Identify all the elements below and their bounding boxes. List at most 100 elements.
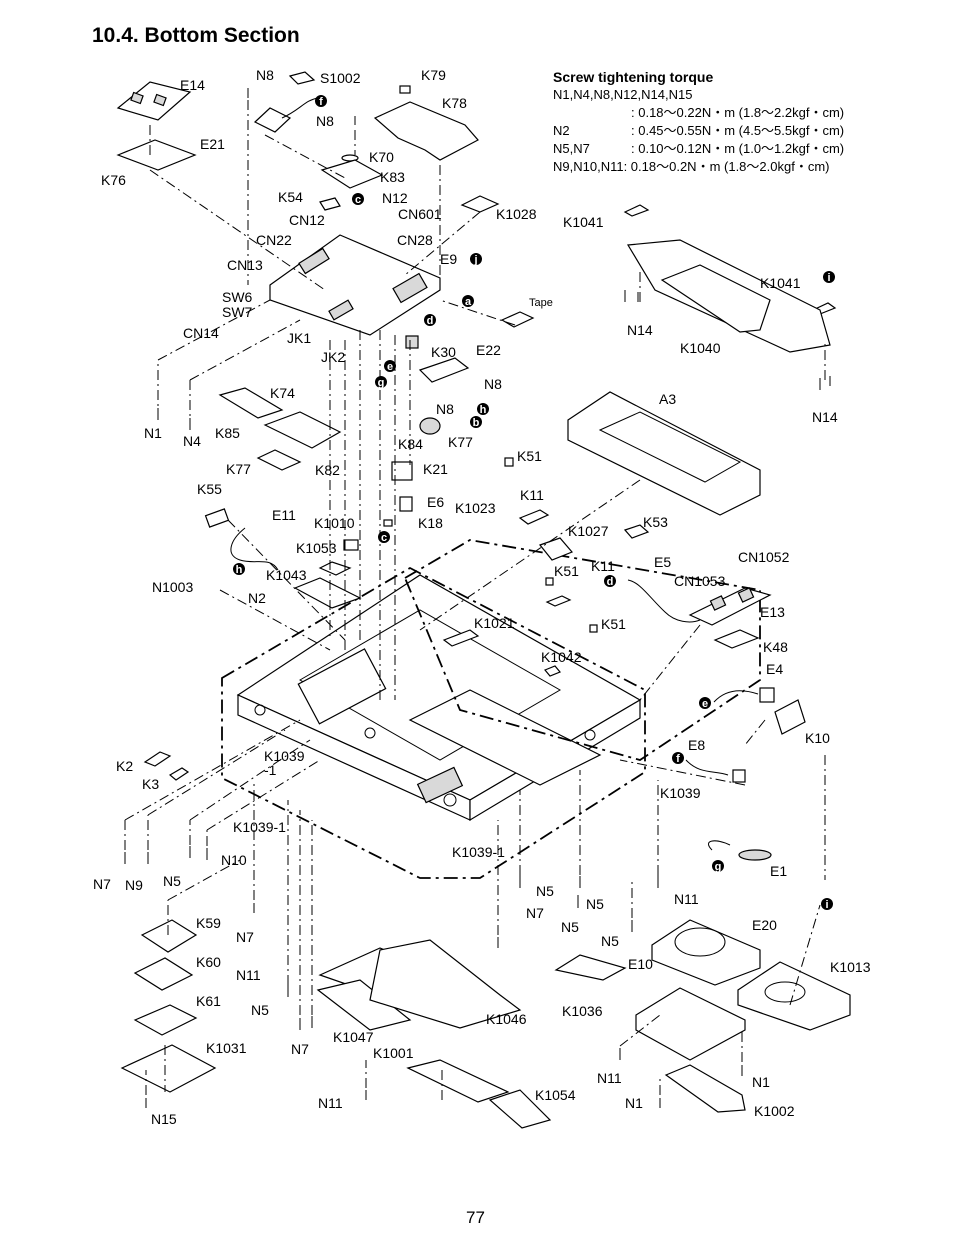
case-outline bbox=[221, 566, 646, 879]
svg-text:d: d bbox=[427, 315, 434, 327]
ref-marker: f bbox=[315, 95, 327, 108]
torque-value: : 0.45〜0.55N・m (4.5〜5.5kgf・cm) bbox=[631, 123, 845, 138]
label-E9: E9 bbox=[440, 251, 457, 267]
label-K82: K82 bbox=[315, 462, 340, 478]
label-K70: K70 bbox=[369, 149, 394, 165]
label-K48: K48 bbox=[763, 639, 788, 655]
label-K1053: K1053 bbox=[296, 540, 337, 556]
label-K1039-1: K1039-1 bbox=[452, 844, 505, 860]
label-N2: N2 bbox=[248, 590, 266, 606]
torque-screws: N5,N7 bbox=[553, 141, 590, 156]
label-N14: N14 bbox=[812, 409, 838, 425]
guide-lines bbox=[124, 100, 826, 1100]
svg-text:f: f bbox=[319, 96, 323, 108]
label-N1: N1 bbox=[625, 1095, 643, 1111]
label-K1054: K1054 bbox=[535, 1087, 576, 1103]
label-E8: E8 bbox=[688, 737, 705, 753]
label-K79: K79 bbox=[421, 67, 446, 83]
torque-value: : 0.18〜0.22N・m (1.8〜2.2kgf・cm) bbox=[631, 105, 845, 120]
label-K30: K30 bbox=[431, 344, 456, 360]
label-K54: K54 bbox=[278, 189, 303, 205]
label-CN1052: CN1052 bbox=[738, 549, 790, 565]
label-K1039-suffix: -1 bbox=[264, 762, 277, 778]
label-N11: N11 bbox=[318, 1095, 343, 1111]
label-K1039-1: K1039-1 bbox=[233, 819, 286, 835]
label-K1010: K1010 bbox=[314, 515, 355, 531]
svg-text:c: c bbox=[355, 194, 361, 206]
label-K2: K2 bbox=[116, 758, 133, 774]
svg-text:e: e bbox=[387, 361, 393, 373]
label-K51: K51 bbox=[554, 563, 579, 579]
label-E21: E21 bbox=[200, 136, 225, 152]
ref-marker: e bbox=[699, 697, 711, 710]
torque-value: : 0.10〜0.12N・m (1.0〜1.2kgf・cm) bbox=[631, 141, 845, 156]
ref-marker: f bbox=[672, 752, 684, 765]
label-CN22: CN22 bbox=[256, 232, 292, 248]
label-K51: K51 bbox=[517, 448, 542, 464]
svg-text:g: g bbox=[378, 377, 385, 389]
label-K1039: K1039 bbox=[264, 748, 305, 764]
label-N4: N4 bbox=[183, 433, 201, 449]
torque-value: : 0.18〜0.2N・m (1.8〜2.0kgf・cm) bbox=[623, 159, 830, 174]
label-K1027: K1027 bbox=[568, 523, 609, 539]
label-N15: N15 bbox=[151, 1111, 177, 1127]
label-K1043: K1043 bbox=[266, 567, 307, 583]
label-K1021: K1021 bbox=[474, 615, 515, 631]
label-K85: K85 bbox=[215, 425, 240, 441]
torque-row: N1,N4,N8,N12,N14,N15 bbox=[553, 86, 844, 104]
ref-marker: b bbox=[470, 416, 482, 429]
label-K1031: K1031 bbox=[206, 1040, 247, 1056]
page-number: 77 bbox=[466, 1208, 485, 1227]
label-K1042: K1042 bbox=[541, 649, 582, 665]
label-E22: E22 bbox=[476, 342, 501, 358]
ref-marker: g bbox=[712, 860, 724, 873]
label-K1041: K1041 bbox=[760, 275, 801, 291]
label-K3: K3 bbox=[142, 776, 159, 792]
label-N11: N11 bbox=[597, 1070, 622, 1086]
label-JK1: JK1 bbox=[287, 330, 311, 346]
torque-row: N5,N7 : 0.10〜0.12N・m (1.0〜1.2kgf・cm) bbox=[553, 140, 844, 158]
label-K1001: K1001 bbox=[373, 1045, 414, 1061]
label-K1013: K1013 bbox=[830, 959, 871, 975]
label-K78: K78 bbox=[442, 95, 467, 111]
label-CN1053: CN1053 bbox=[674, 573, 726, 589]
screws bbox=[124, 88, 831, 1108]
label-K1039: K1039 bbox=[660, 785, 701, 801]
label-N7: N7 bbox=[291, 1041, 309, 1057]
label-N5: N5 bbox=[251, 1002, 269, 1018]
svg-text:j: j bbox=[473, 254, 477, 266]
label-N8: N8 bbox=[436, 401, 454, 417]
label-K77: K77 bbox=[226, 461, 251, 477]
label-K1002: K1002 bbox=[754, 1103, 795, 1119]
svg-text:g: g bbox=[715, 861, 722, 873]
label-E5: E5 bbox=[654, 554, 671, 570]
label-E1: E1 bbox=[770, 863, 787, 879]
label-N1: N1 bbox=[752, 1074, 770, 1090]
label-CN14: CN14 bbox=[183, 325, 219, 341]
label-N5: N5 bbox=[536, 883, 554, 899]
label-JK2: JK2 bbox=[321, 349, 345, 365]
svg-text:h: h bbox=[236, 564, 243, 576]
torque-heading: Screw tightening torque bbox=[553, 69, 714, 85]
ref-marker: i bbox=[821, 898, 833, 911]
label-K60: K60 bbox=[196, 954, 221, 970]
label-K51: K51 bbox=[601, 616, 626, 632]
label-E4: E4 bbox=[766, 661, 783, 677]
ref-marker: a bbox=[462, 295, 474, 308]
label-K83: K83 bbox=[380, 169, 405, 185]
part-labels: E14 N8 S1002 K79 N8 E21 K78 K70 K76 K83 … bbox=[93, 67, 871, 1127]
ref-marker: c bbox=[378, 531, 390, 544]
svg-text:e: e bbox=[702, 698, 708, 710]
label-N1: N1 bbox=[144, 425, 162, 441]
label-E20: E20 bbox=[752, 917, 777, 933]
label-N10: N10 bbox=[221, 852, 247, 868]
svg-text:c: c bbox=[381, 532, 387, 544]
label-N8: N8 bbox=[316, 113, 334, 129]
label-SW7: SW7 bbox=[222, 304, 253, 320]
label-E13: E13 bbox=[760, 604, 785, 620]
svg-text:f: f bbox=[676, 753, 680, 765]
label-A3: A3 bbox=[659, 391, 676, 407]
reference-markers: f c j a d e g h b c h d e f g i i bbox=[233, 95, 835, 911]
ref-marker: h bbox=[233, 563, 245, 576]
label-CN28: CN28 bbox=[397, 232, 433, 248]
